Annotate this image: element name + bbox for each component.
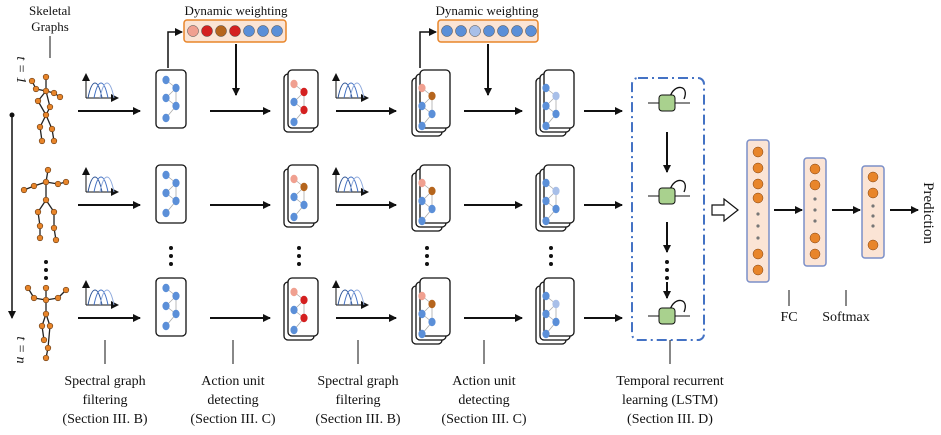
weight-dot (455, 25, 467, 37)
ellipsis-dot (169, 254, 173, 258)
ellipsis-dot (425, 262, 429, 266)
lstm-dashed-border (631, 77, 705, 341)
caption-line: (Section III. C) (190, 412, 275, 427)
feedback-arrow (167, 28, 183, 68)
lstm-cell (648, 86, 690, 112)
ellipsis-dot (44, 268, 48, 272)
skeleton-figure (20, 166, 70, 244)
dynamic-weighting-2-label: Dynamic weighting (436, 3, 539, 18)
ellipsis-dot (549, 262, 553, 266)
dynamic-weighting-1-label: Dynamic weighting (185, 3, 288, 18)
spectrum-plot (332, 167, 369, 196)
ellipsis-dot (44, 276, 48, 280)
skeleton-figure (24, 284, 70, 362)
prediction-label: Prediction (920, 182, 936, 244)
ellipsis-dot (425, 254, 429, 258)
lstm-cell (648, 299, 690, 325)
weight-dot (243, 25, 255, 37)
ellipsis-dot (44, 260, 48, 264)
caption-line: (Section III. D) (627, 412, 713, 427)
dynamic-weighting-2: Dynamic weighting (436, 3, 539, 43)
ellipsis-dot (665, 260, 669, 264)
graph-panel (411, 277, 451, 345)
spectrum-plot (82, 280, 119, 309)
feedback-arrow (419, 28, 437, 68)
graph-panel (535, 164, 575, 232)
weight-dot (215, 25, 227, 37)
graph-panel (283, 164, 319, 228)
ellipsis-dot (425, 246, 429, 250)
spectrum-plot (82, 167, 119, 196)
lstm-cell (648, 179, 690, 205)
skeletal-graphs-label-line1: Skeletal (29, 3, 71, 18)
ellipsis-dot (665, 268, 669, 272)
caption-line: Spectral graph (317, 374, 398, 389)
time-axis: t = 1 t = n (8, 56, 28, 364)
weight-dot (271, 25, 283, 37)
caption-line: filtering (82, 393, 127, 408)
weight-dot (187, 25, 199, 37)
ellipsis-dot (665, 276, 669, 280)
spectrum-plot (332, 280, 369, 309)
softmax-label: Softmax (822, 310, 869, 325)
output-vector (746, 139, 770, 283)
skeleton-figures (20, 73, 70, 362)
graph-panel (155, 277, 187, 337)
graph-panel (155, 164, 187, 224)
graph-panel (283, 69, 319, 133)
ellipsis-dot (549, 246, 553, 250)
weight-dot (257, 25, 269, 37)
caption-line: (Section III. C) (441, 412, 526, 427)
graph-panel (283, 277, 319, 341)
weight-dot (441, 25, 453, 37)
caption-line: filtering (335, 393, 380, 408)
graph-panel (411, 69, 451, 137)
fc-label: FC (780, 310, 797, 325)
graph-panel (535, 277, 575, 345)
graph-panels (155, 69, 575, 345)
weight-dot (497, 25, 509, 37)
weight-dot (525, 25, 537, 37)
ellipsis-dot (169, 246, 173, 250)
weight-dot (229, 25, 241, 37)
graph-panel (155, 69, 187, 129)
ellipsis-dot (297, 246, 301, 250)
caption-line: Action unit (452, 374, 515, 389)
output-vector (861, 165, 885, 259)
dynamic-weighting-1: Dynamic weighting (183, 3, 288, 43)
weight-dot (469, 25, 481, 37)
ellipsis-dot (297, 262, 301, 266)
skeleton-figure (28, 73, 64, 145)
weight-dot (201, 25, 213, 37)
lstm-block (631, 77, 705, 341)
ellipsis-dot (297, 254, 301, 258)
caption-line: Spectral graph (64, 374, 145, 389)
time-end-label: t = n (13, 336, 28, 363)
spectral-plots (82, 73, 369, 309)
caption-line: Action unit (201, 374, 264, 389)
output-vectors (746, 139, 885, 283)
spectrum-plot (332, 73, 369, 102)
spectrum-plot (82, 73, 119, 102)
graph-panel (535, 69, 575, 137)
caption-line: learning (LSTM) (622, 393, 718, 408)
caption-line: Temporal recurrent (616, 374, 724, 389)
ellipsis-dot (169, 262, 173, 266)
weight-dot (483, 25, 495, 37)
skeletal-graphs-label-line2: Graphs (31, 19, 69, 34)
flow-arrows (78, 28, 919, 322)
caption-line: (Section III. B) (315, 412, 400, 427)
weight-dot (511, 25, 523, 37)
caption-line: detecting (207, 393, 258, 408)
section-captions: Spectral graph filtering (Section III. B) A… (62, 340, 724, 427)
time-start-label: t = 1 (13, 56, 28, 83)
hollow-arrow (711, 197, 739, 223)
graph-panel (411, 164, 451, 232)
caption-line: (Section III. B) (62, 412, 147, 427)
ellipsis-dot (549, 254, 553, 258)
output-vector (803, 157, 827, 267)
caption-line: detecting (458, 393, 509, 408)
